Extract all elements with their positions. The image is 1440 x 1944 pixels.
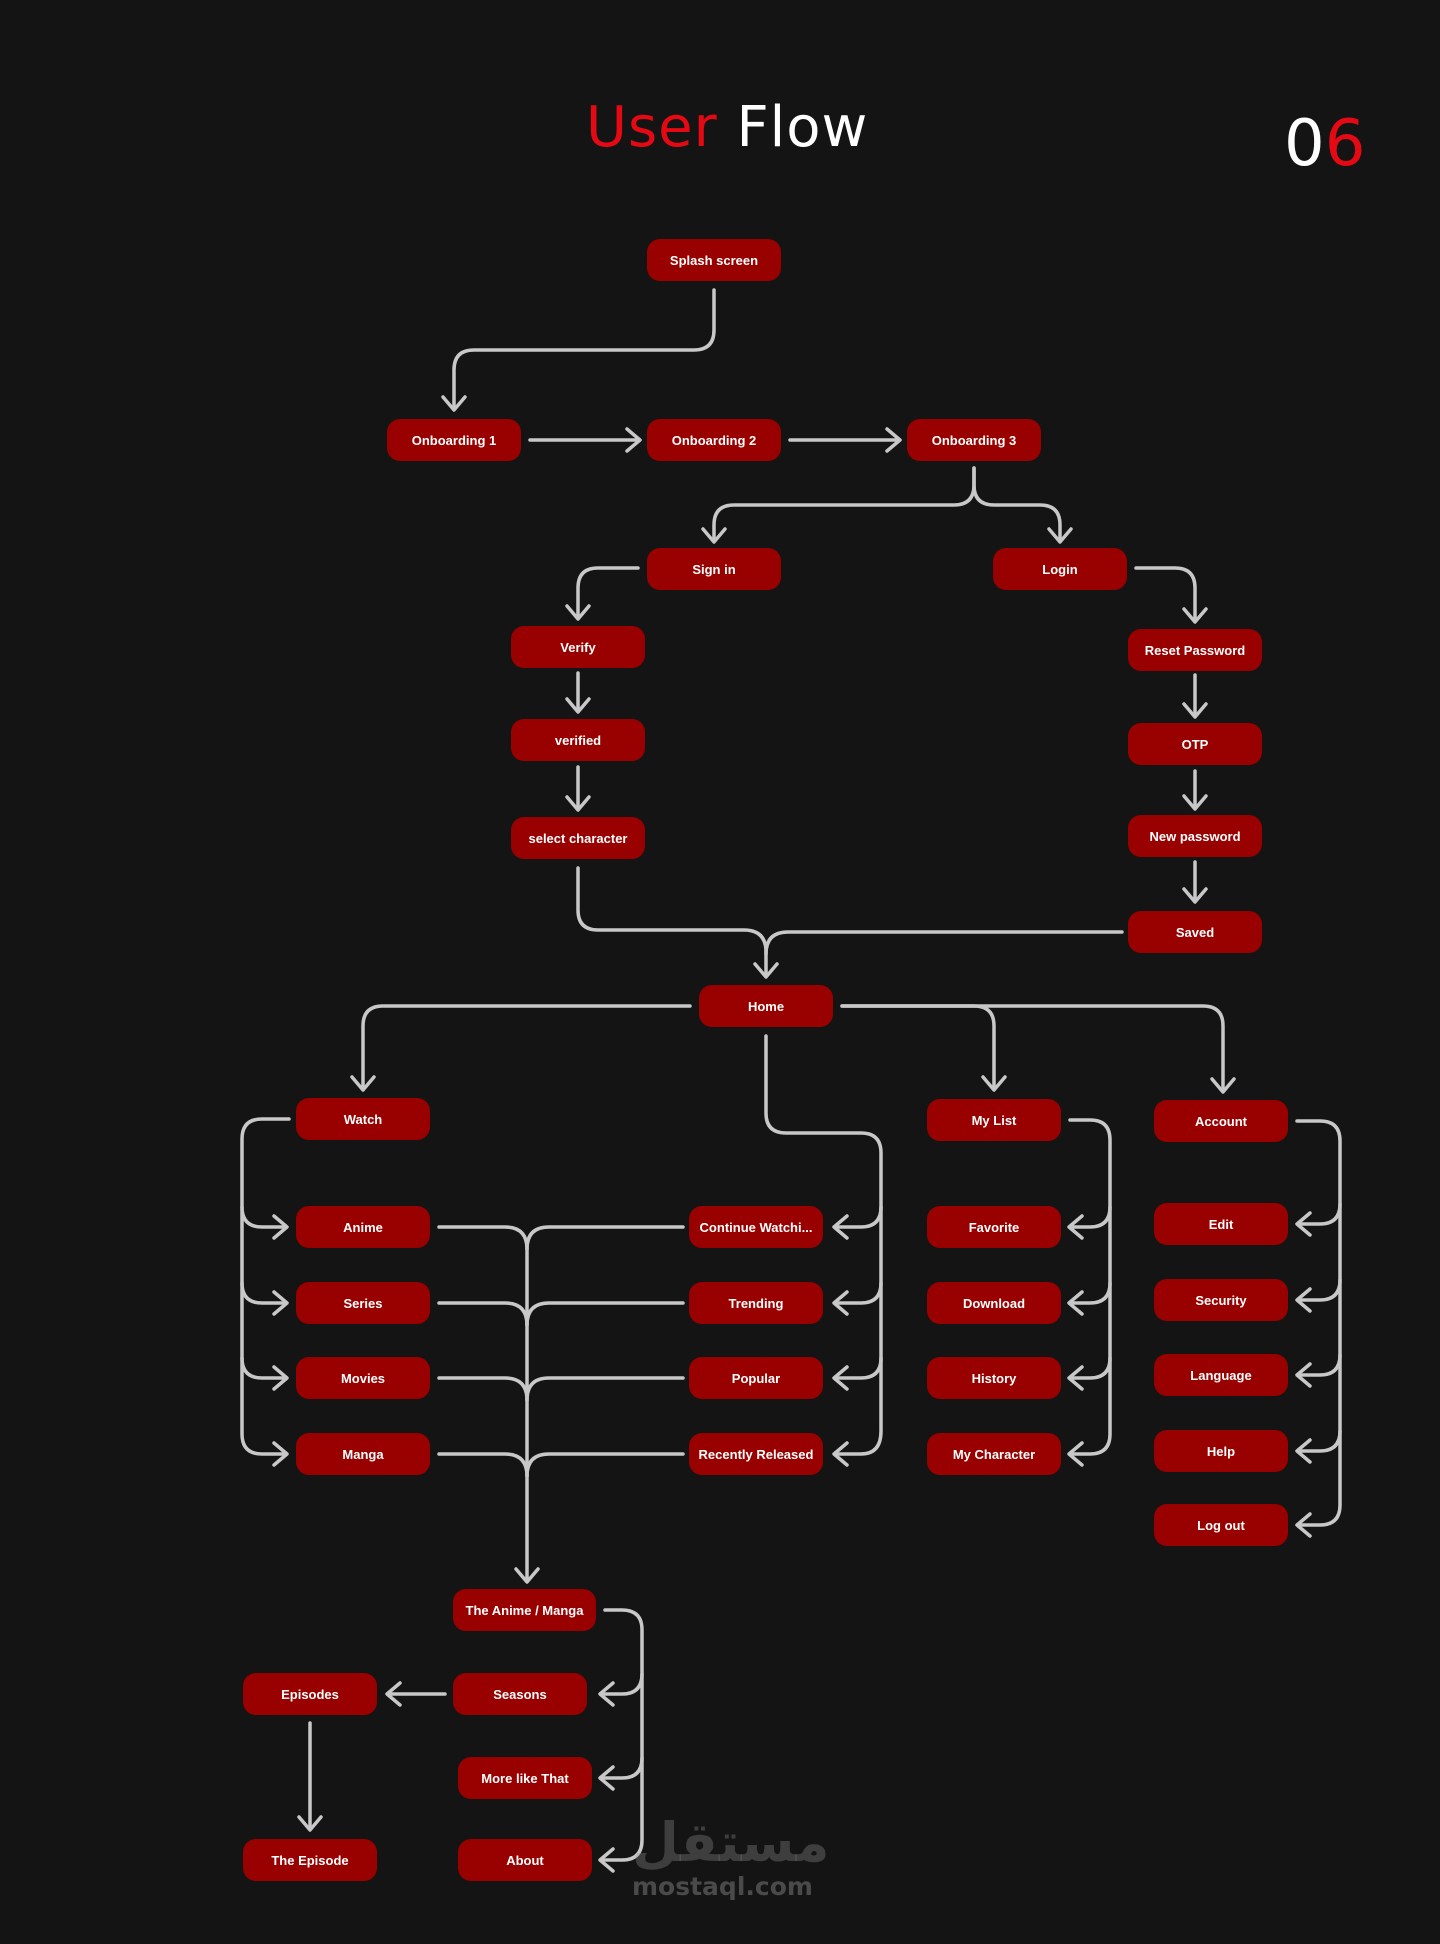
edge-detail-rail: [600, 1608, 644, 1862]
edge-mylist-favorite: [1069, 1205, 1112, 1229]
edge-rail-trending: [834, 1281, 883, 1305]
edge-rail-popular: [834, 1356, 883, 1380]
edge-manga-trunk: [437, 1452, 529, 1478]
node-the-episode[interactable]: The Episode: [243, 1839, 377, 1881]
arrowheads: [272, 395, 1312, 1873]
edge-saved-home: [764, 930, 1124, 956]
edge-home-watch: [361, 1004, 692, 1090]
node-recently-released[interactable]: Recently Released: [689, 1433, 823, 1475]
node-popular[interactable]: Popular: [689, 1357, 823, 1399]
node-movies[interactable]: Movies: [296, 1357, 430, 1399]
edge-trending-trunk: [525, 1301, 685, 1327]
node-help[interactable]: Help: [1154, 1430, 1288, 1472]
edge-onb3-signin: [712, 466, 976, 542]
node-splash-screen[interactable]: Splash screen: [647, 239, 781, 281]
edge-account-edit: [1297, 1202, 1342, 1226]
watermark-latin: mostaql.com: [632, 1872, 813, 1901]
node-verified[interactable]: verified: [511, 719, 645, 761]
title-rest: Flow: [736, 95, 869, 160]
node-more-like-that[interactable]: More like That: [458, 1757, 592, 1799]
node-onboarding-1[interactable]: Onboarding 1: [387, 419, 521, 461]
page-title: User Flow: [586, 100, 868, 156]
edge-signin-verify: [576, 566, 640, 619]
edge-watch-series: [240, 1281, 287, 1305]
node-security[interactable]: Security: [1154, 1279, 1288, 1321]
edge-watch-rail: [240, 1117, 291, 1456]
node-about[interactable]: About: [458, 1839, 592, 1881]
edge-select-home: [576, 866, 768, 977]
edge-continue-trunk: [525, 1225, 685, 1251]
node-history[interactable]: History: [927, 1357, 1061, 1399]
node-trending[interactable]: Trending: [689, 1282, 823, 1324]
node-sign-in[interactable]: Sign in: [647, 548, 781, 590]
node-episodes[interactable]: Episodes: [243, 1673, 377, 1715]
node-reset-password[interactable]: Reset Password: [1128, 629, 1262, 671]
node-new-password[interactable]: New password: [1128, 815, 1262, 857]
edge-recent-trunk: [525, 1452, 685, 1478]
node-seasons[interactable]: Seasons: [453, 1673, 587, 1715]
edge-splash-onboarding1: [452, 288, 716, 410]
node-select-character[interactable]: select character: [511, 817, 645, 859]
title-accent: User: [586, 95, 718, 160]
edge-mylist-history: [1069, 1356, 1112, 1380]
edge-account-language: [1297, 1353, 1342, 1377]
node-saved[interactable]: Saved: [1128, 911, 1262, 953]
edge-rail-continue: [834, 1205, 883, 1229]
node-series[interactable]: Series: [296, 1282, 430, 1324]
page-number-accent: 6: [1324, 107, 1366, 181]
page-number-prefix: 0: [1284, 107, 1325, 181]
edge-series-trunk: [437, 1301, 529, 1327]
node-log-out[interactable]: Log out: [1154, 1504, 1288, 1546]
node-edit[interactable]: Edit: [1154, 1203, 1288, 1245]
node-language[interactable]: Language: [1154, 1354, 1288, 1396]
edge-home-rail: [764, 1034, 883, 1456]
node-anime[interactable]: Anime: [296, 1206, 430, 1248]
node-verify[interactable]: Verify: [511, 626, 645, 668]
edge-home-account: [840, 1004, 1225, 1092]
edge-login-reset: [1134, 566, 1197, 622]
node-continue-watching[interactable]: Continue Watchi...: [689, 1206, 823, 1248]
page-number: 06: [1284, 112, 1365, 176]
node-account[interactable]: Account: [1154, 1100, 1288, 1142]
edge-account-rail: [1295, 1119, 1342, 1527]
node-otp[interactable]: OTP: [1128, 723, 1262, 765]
edge-detail-morelike: [600, 1756, 644, 1780]
node-home[interactable]: Home: [699, 985, 833, 1027]
node-watch[interactable]: Watch: [296, 1098, 430, 1140]
edge-movies-trunk: [437, 1376, 529, 1402]
edge-account-help: [1297, 1429, 1342, 1453]
node-anime-manga[interactable]: The Anime / Manga: [453, 1589, 596, 1631]
edge-watch-anime: [240, 1205, 287, 1229]
node-onboarding-2[interactable]: Onboarding 2: [647, 419, 781, 461]
edge-mylist-download: [1069, 1281, 1112, 1305]
node-manga[interactable]: Manga: [296, 1433, 430, 1475]
edge-detail-seasons: [600, 1672, 644, 1696]
node-my-list[interactable]: My List: [927, 1099, 1061, 1141]
edge-account-security: [1297, 1278, 1342, 1302]
node-my-character[interactable]: My Character: [927, 1433, 1061, 1475]
edge-mylist-rail: [1068, 1118, 1112, 1456]
node-download[interactable]: Download: [927, 1282, 1061, 1324]
node-login[interactable]: Login: [993, 548, 1127, 590]
node-onboarding-3[interactable]: Onboarding 3: [907, 419, 1041, 461]
edge-anime-trunk: [437, 1225, 529, 1251]
edge-onb3-login: [972, 466, 1062, 542]
node-favorite[interactable]: Favorite: [927, 1206, 1061, 1248]
edge-home-mylist: [840, 1004, 996, 1090]
watermark-arabic: مستقل: [632, 1811, 830, 1874]
edge-popular-trunk: [525, 1376, 685, 1402]
edge-watch-movies: [240, 1356, 287, 1380]
